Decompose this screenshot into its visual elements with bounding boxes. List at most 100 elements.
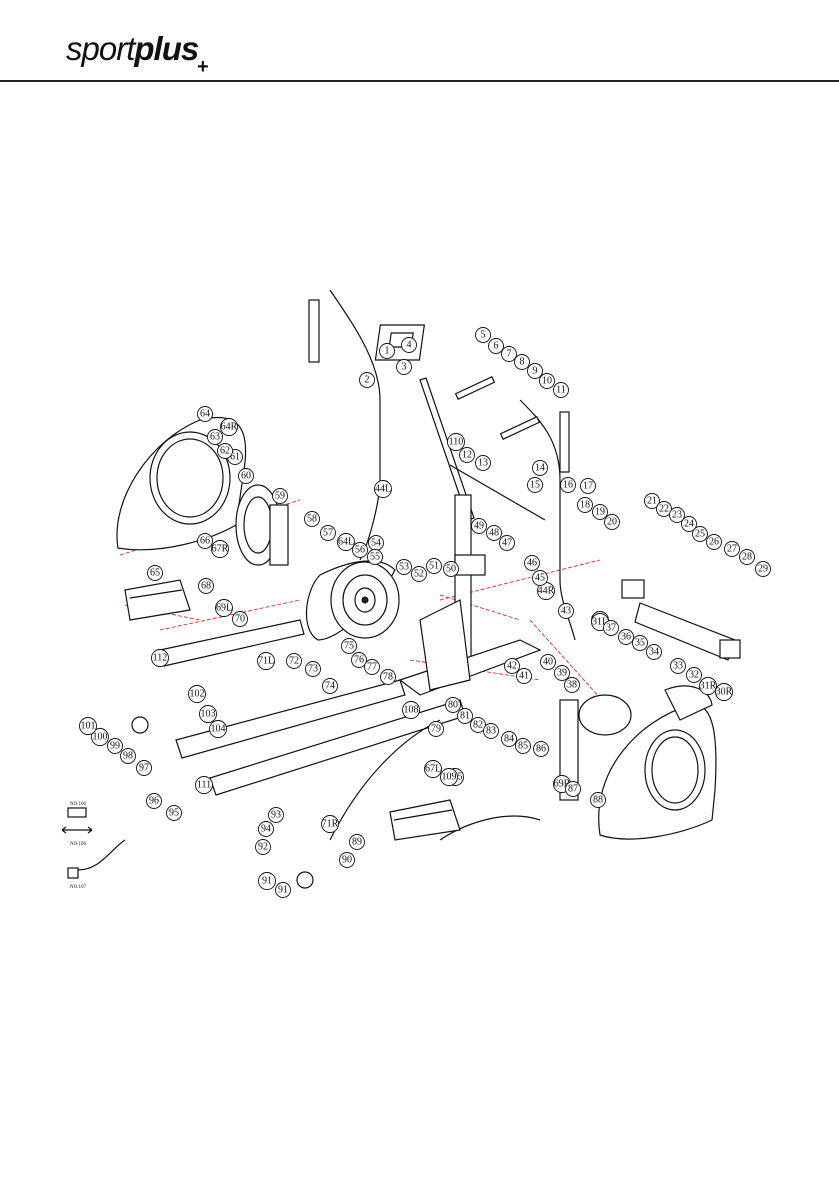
callout-circle [396,359,412,375]
callout-circle [692,526,708,542]
callout-85: 85 [515,738,531,754]
tool-label: NO.106 [70,842,86,847]
callout-number: 41 [519,671,529,682]
callout-50: 50 [443,561,459,577]
callout-20: 20 [604,514,620,530]
callout-circle [188,685,206,703]
callout-36: 36 [618,629,634,645]
callout-circle [255,839,271,855]
tool-label: NO.106 [70,802,86,807]
callout-number: 44L [375,484,391,495]
right-pulley-plate [559,694,632,801]
callout-number: 56 [355,545,365,556]
callout-number: 67L [425,764,441,775]
callout-circle [258,821,274,837]
callout-circle [352,542,368,558]
callout-number: 93 [271,810,281,821]
callout-number: 36 [621,632,631,643]
callout-26: 26 [706,534,722,550]
callout-circle [339,852,355,868]
callout-110: 110 [447,433,465,451]
callout-number: 15 [530,480,540,491]
callout-circle [632,635,648,651]
callout-number: 78 [383,672,393,683]
callout-33: 33 [670,658,686,674]
header-divider [0,80,839,82]
callout-23: 23 [669,507,685,523]
callout-circle [524,555,540,571]
callout-number: 87 [568,784,578,795]
callout-63: 63 [207,429,223,445]
callout-number: 30R [716,687,733,698]
callout-circle [351,652,367,668]
callout-number: 91 [278,885,288,896]
callout-10: 10 [539,373,555,389]
callout-48: 48 [486,525,502,541]
callout-circle [486,525,502,541]
callout-22: 22 [656,501,672,517]
callout-number: 64R [221,422,238,433]
wrench-icon [61,826,93,834]
callout-number: 2 [365,375,370,386]
callout-circle [107,738,123,754]
callout-102: 102 [188,685,206,703]
callout-43: 43 [558,603,574,619]
callout-number: 81 [460,711,470,722]
callout-circle [359,372,375,388]
callout-49: 49 [471,518,487,534]
callout-number: 73 [308,664,318,675]
callout-number: 53 [399,562,409,573]
callout-31r: 31R [699,677,717,695]
callout-circle [440,768,458,786]
tool-label: NO.107 [70,885,86,890]
callout-number: 7 [507,349,512,360]
callout-71r: 71R [321,815,339,833]
callout-circle [79,717,97,735]
callout-circle [197,406,213,422]
callout-number: 46 [527,558,537,569]
callout-67l: 67L [424,760,442,778]
callout-circle [136,760,152,776]
callout-circle [268,807,284,823]
flywheel [330,561,400,639]
callout-number: 74 [325,681,335,692]
callout-41: 41 [516,668,532,684]
callout-56: 56 [352,542,368,558]
callout-32: 32 [686,667,702,683]
callout-circle [232,611,248,627]
callout-28: 28 [739,549,755,565]
callout-number: 43 [561,606,571,617]
callout-number: 64L [338,537,354,548]
callout-circle [401,337,417,353]
callout-circle [447,433,465,451]
callout-35: 35 [632,635,648,651]
callout-circle [686,667,702,683]
callout-number: 86 [536,744,546,755]
callout-44l: 44L [374,480,392,498]
callout-circle [539,373,555,389]
callout-40: 40 [540,654,556,670]
callout-number: 38 [567,680,577,691]
callout-4: 4 [401,337,417,353]
callout-83: 83 [483,723,499,739]
callout-circle [364,659,380,675]
callout-circle [554,665,570,681]
callout-12: 12 [459,447,475,463]
callout-circle [151,649,169,667]
callout-60: 60 [238,468,254,484]
callout-39: 39 [554,665,570,681]
callout-circle [238,468,254,484]
callout-number: 103 [201,709,216,720]
callout-number: 26 [709,537,719,548]
callout-number: 67R [212,544,229,555]
callout-circle [217,443,233,459]
callout-number: 89 [352,837,362,848]
callout-number: 65 [150,568,160,579]
callout-number: 34 [649,647,659,658]
callout-circle [471,518,487,534]
callout-number: 76 [354,655,364,666]
callout-number: 83 [486,726,496,737]
callout-91: 91 [275,882,291,898]
callout-64r: 64R [220,418,238,436]
